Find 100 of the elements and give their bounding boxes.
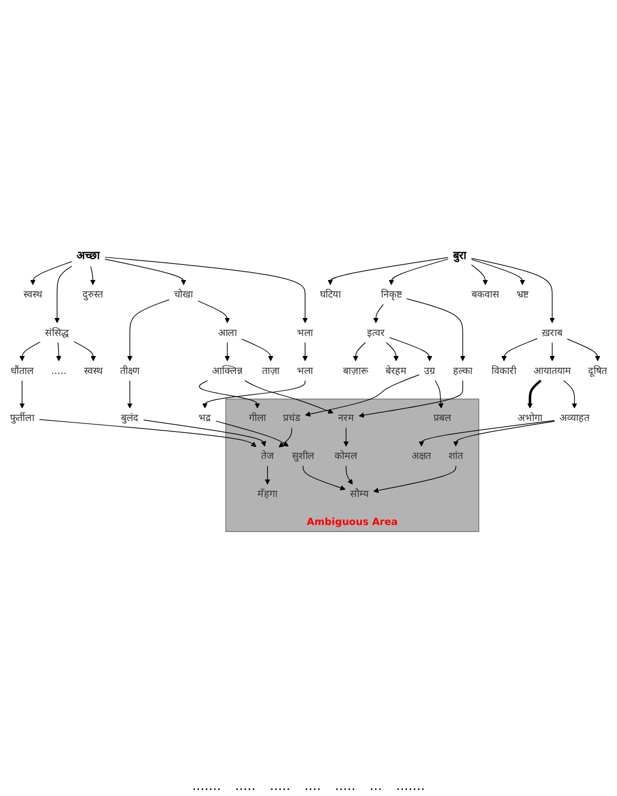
node-text: मँहगा — [258, 488, 278, 500]
node-text: भद्र — [198, 412, 212, 424]
arrow — [386, 342, 399, 362]
arrow — [202, 380, 306, 409]
arrow — [566, 338, 600, 362]
arrow — [216, 420, 289, 447]
node-text: बेरहम — [385, 364, 407, 377]
node-text: ..... — [50, 364, 67, 377]
arrow — [38, 419, 256, 448]
arrow — [244, 380, 334, 414]
arrow — [373, 304, 384, 324]
arrow — [373, 466, 456, 494]
arrow — [471, 264, 488, 286]
node-text: अव्याहत — [559, 412, 590, 424]
node-text: इत्वर — [366, 326, 385, 338]
node-text: चोखा — [174, 288, 194, 300]
arrow — [198, 300, 230, 324]
node-text: फुर्तीला — [10, 412, 34, 424]
node-text: आयातयाम — [533, 364, 571, 377]
node-text: तीक्ष्ण — [120, 364, 140, 377]
ellipsis-text: ... — [370, 779, 382, 794]
node-text: उग्र — [424, 364, 436, 377]
ellipsis-text: ..... — [334, 779, 356, 794]
node-text: भला — [297, 364, 314, 377]
ellipsis-text: ....... — [396, 779, 425, 794]
arrow — [550, 342, 555, 362]
node-text: अच्छा — [76, 249, 100, 262]
node-text: सुशील — [292, 450, 314, 462]
arrow — [471, 258, 555, 324]
ellipsis-text: .... — [304, 779, 321, 794]
node-text: सौम्य — [350, 488, 369, 500]
arrow — [104, 257, 308, 324]
arrow — [19, 380, 25, 409]
node-text: बकवास — [471, 288, 500, 300]
node-text: स्वस्थ — [23, 288, 42, 300]
node-text: स्वस्थ — [84, 364, 103, 377]
node-text: बुरा — [453, 249, 467, 262]
arrow — [302, 342, 308, 362]
arrow — [434, 380, 444, 409]
arrow — [56, 342, 62, 362]
arrow — [19, 342, 41, 362]
arrow — [199, 380, 260, 409]
node-text: प्रचंड — [283, 412, 300, 424]
node-text: शांत — [448, 450, 464, 462]
ellipsis-text: ..... — [235, 779, 256, 794]
node-text: अभोगा — [518, 412, 542, 424]
node-text: दुरुस्त — [82, 288, 104, 300]
arrow — [418, 420, 555, 447]
arrow — [278, 428, 292, 448]
arrow — [143, 420, 266, 447]
arrow — [527, 380, 542, 409]
arrow — [264, 466, 270, 485]
arrow — [328, 257, 449, 286]
arrow — [388, 258, 449, 286]
node-text: आला — [218, 326, 237, 338]
node-text: अक्षत — [412, 450, 432, 462]
node-text: हल्का — [452, 364, 473, 377]
arrow — [346, 466, 353, 485]
node-text: धौंताल — [10, 364, 34, 377]
arrow — [90, 266, 96, 286]
node-text: ताज़ा — [262, 364, 280, 377]
arrow — [241, 338, 274, 362]
node-text: आक्लिन्न — [212, 364, 242, 377]
ellipsis-text: ..... — [270, 779, 290, 794]
node-text: ख़राब — [542, 326, 562, 338]
node-text: संसिद्ध — [45, 326, 70, 338]
arrow — [127, 380, 133, 409]
node-text: विकारी — [492, 364, 516, 377]
arrow — [352, 342, 366, 362]
arrow — [127, 300, 170, 362]
arrow — [389, 337, 432, 362]
ellipsis-text: ....... — [192, 779, 222, 794]
node-text: निकृष्ट — [380, 288, 402, 300]
arrow — [305, 374, 420, 417]
cluster — [225, 398, 480, 532]
arrow — [224, 342, 230, 362]
arrow — [563, 380, 578, 409]
node-text: कोमल — [334, 450, 358, 462]
node-text: बाज़ारू — [343, 364, 368, 377]
arrow — [302, 466, 346, 491]
arrow — [104, 259, 186, 286]
arrow — [54, 266, 72, 324]
arrow — [406, 298, 466, 362]
node-text: बुलंद — [120, 412, 139, 424]
arrow — [74, 341, 96, 362]
node-text: भला — [297, 326, 314, 338]
arrow — [30, 261, 72, 286]
node-text: घटिया — [320, 288, 341, 300]
node-text: नरम — [338, 412, 354, 424]
arrow — [453, 421, 555, 447]
synonym-graph: Ambiguous Area अच्छा बुरा स्वस्थ दुरुस्त चोखा घटिया निकृष्ट बकवास भ्रष्ट संसिद्ध आला भला इत्वर ख़राब धौंताल ..... स्वस्थ तीक्ष्ण आक्लिन्न ताज़ा भला बाज़ारू बेरहम उग्र हल्का विकारी आयातयाम दूषित फुर्तीला बुलंद भद्र गीला प्रचंड नरम प्रबल अभोगा अव्याहत तेज सुशील कोमल अक्षत शांत मँहगा सौम्य — [0, 240, 617, 537]
node-text: तेज — [261, 450, 274, 462]
arrow — [501, 338, 538, 362]
arrow — [358, 380, 464, 418]
node-text: प्रबल — [433, 412, 452, 424]
arrow — [471, 259, 526, 286]
node-text: दूषित — [588, 364, 608, 377]
node-text: भ्रष्ट — [516, 288, 529, 300]
node-text: गीला — [248, 412, 266, 424]
arrow — [343, 428, 349, 447]
